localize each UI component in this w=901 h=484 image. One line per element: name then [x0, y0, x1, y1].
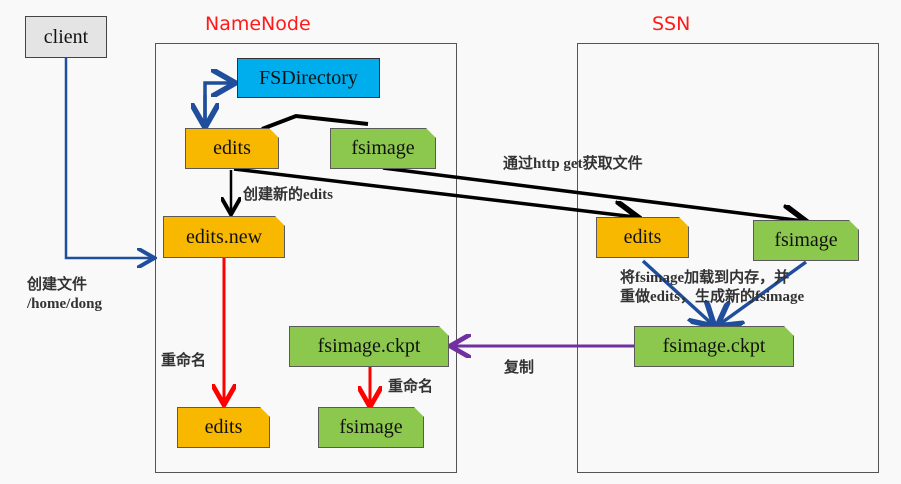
arrow-ssn-edits-to-ckpt	[641, 259, 712, 324]
fsdirectory-node: FSDirectory	[237, 58, 380, 98]
namenode-title: NameNode	[205, 13, 311, 35]
ssn-edits-node: edits	[596, 217, 689, 258]
label-rename-edits: 重命名	[161, 353, 207, 369]
ssn-frame	[577, 43, 879, 473]
namenode-edits-node: edits	[185, 128, 279, 169]
arrow-http-edits	[233, 167, 635, 217]
namenode-edits-final-node: edits	[177, 407, 270, 448]
label-load-line2: 重做edits，生成新的fsimage	[620, 288, 805, 305]
arrow-ssn-fsimage-to-ckpt	[720, 260, 808, 324]
namenode-fsimage-final-node: fsimage	[318, 407, 424, 448]
namenode-fsimage-node: fsimage	[330, 128, 436, 169]
label-load-line1: 将fsimage加载到内存，并	[620, 270, 790, 286]
ssn-fsimage-node: fsimage	[753, 220, 859, 261]
arrow-fsdirectory-edits	[203, 83, 232, 122]
arrow-client-to-edits-new	[64, 58, 152, 258]
arrow-http-fsimage	[382, 166, 803, 221]
ssn-title: SSN	[652, 13, 691, 35]
label-copy: 复制	[504, 360, 535, 376]
label-create-file-line1: 创建文件	[27, 277, 88, 293]
label-rename-fsimage: 重命名	[388, 379, 434, 395]
link-edits-fsimage	[261, 113, 369, 131]
client-node: client	[25, 16, 107, 58]
namenode-fsimage-ckpt-node: fsimage.ckpt	[289, 326, 449, 367]
ssn-fsimage-ckpt-node: fsimage.ckpt	[634, 326, 794, 367]
label-create-new-edits: 创建新的edits	[243, 187, 334, 203]
label-http-get: 通过http get获取文件	[503, 156, 643, 172]
namenode-edits-new-node: edits.new	[163, 216, 285, 258]
label-create-file: 创建文件 /home/dong	[27, 276, 102, 314]
label-load-fsimage: 将fsimage加载到内存，并 重做edits，生成新的fsimage	[620, 269, 804, 307]
label-create-file-line2: /home/dong	[27, 295, 103, 312]
